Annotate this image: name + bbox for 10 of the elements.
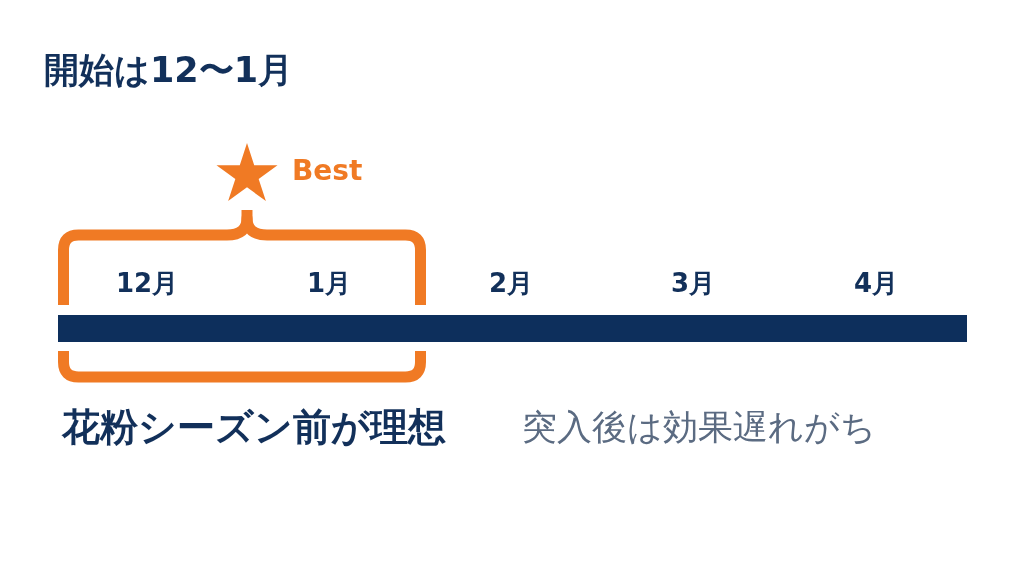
month-label: 4月 [853, 270, 899, 296]
month-label: 2月 [488, 270, 534, 296]
title: 開始は12〜1月 [44, 53, 294, 88]
month-label: 3月 [670, 270, 716, 296]
best-label: Best [292, 157, 363, 185]
timeline-bar [58, 315, 967, 342]
month-label: 12月 [115, 270, 179, 296]
month-label: 1月 [306, 270, 352, 296]
note-text: 突入後は効果遅れがち [522, 410, 876, 445]
note-text: 花粉シーズン前が理想 [62, 408, 446, 446]
